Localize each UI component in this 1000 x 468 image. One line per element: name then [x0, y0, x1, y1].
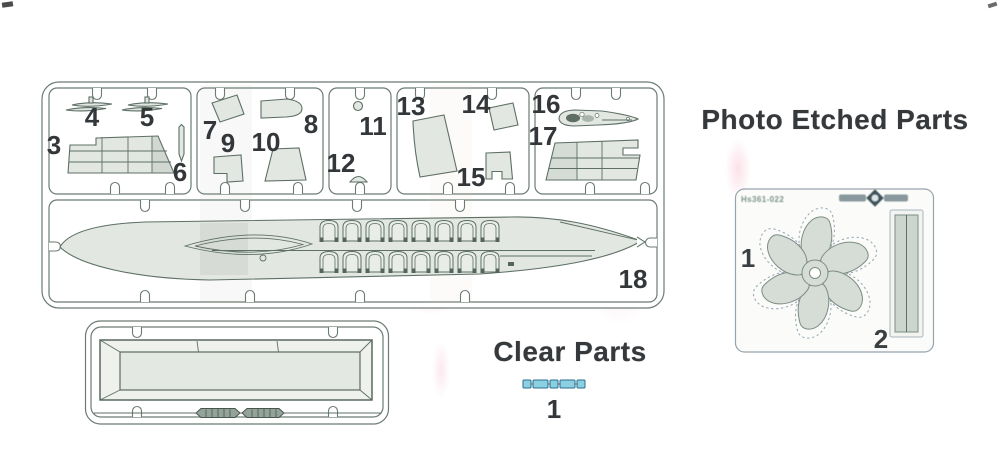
main-sprue-diagram: 3 4 5 6 7 8 9 10 11 12 13 14 15 16 17 18: [41, 81, 665, 309]
clear-part-1-label: 1: [546, 394, 562, 424]
part-11: [352, 100, 364, 112]
part-8: [260, 98, 303, 119]
part-9: [213, 154, 244, 183]
brand-logo: [839, 189, 908, 207]
part-14: [488, 102, 519, 131]
stand-base-part: [99, 339, 373, 401]
pe-part-2-label: 2: [874, 324, 888, 354]
part-10-label: 10: [252, 127, 281, 157]
part-16-label: 16: [532, 89, 561, 119]
clear-parts-heading: Clear Parts: [493, 336, 647, 367]
part-7: [211, 94, 245, 123]
part-8-label: 8: [304, 109, 318, 139]
stand-sprue-diagram: [84, 320, 390, 425]
scan-artifact-topleft: [1, 1, 14, 8]
part-17: [545, 139, 641, 181]
part-18-label: 18: [619, 264, 648, 294]
scan-artifact-topright: [987, 1, 998, 9]
part-13-label: 13: [397, 91, 426, 121]
photo-etched-heading: Photo Etched Parts: [701, 104, 969, 135]
part-17-label: 17: [529, 121, 558, 151]
part-16: [558, 109, 640, 127]
part-10: [264, 147, 307, 182]
stand-rod-parts: [94, 408, 381, 418]
part-3: [67, 135, 175, 174]
part-5-label: 5: [140, 102, 154, 132]
photo-etched-fret: Hs361-022 1 2: [734, 188, 935, 354]
part-6-label: 6: [173, 157, 187, 187]
part-13: [412, 114, 458, 178]
part-4-label: 4: [85, 102, 100, 132]
part-6: [178, 123, 185, 163]
scan-smudge: [432, 340, 450, 400]
part-18: [59, 216, 647, 281]
clear-part-strip: [522, 379, 586, 389]
part-7-label: 7: [203, 115, 217, 145]
part-12: [348, 175, 369, 183]
pe-part-1-label: 1: [741, 243, 755, 273]
part-15: [485, 151, 514, 180]
fret-code: Hs361-022: [741, 195, 784, 204]
part-15-label: 15: [457, 162, 486, 192]
six-blade-propeller-part: [757, 216, 873, 330]
part-9-label: 9: [221, 128, 235, 158]
part-11-label: 11: [359, 111, 387, 141]
part-3-label: 3: [47, 130, 61, 160]
part-14-label: 14: [462, 89, 491, 119]
part-12-label: 12: [327, 148, 356, 178]
etched-strip-part: [889, 209, 924, 338]
